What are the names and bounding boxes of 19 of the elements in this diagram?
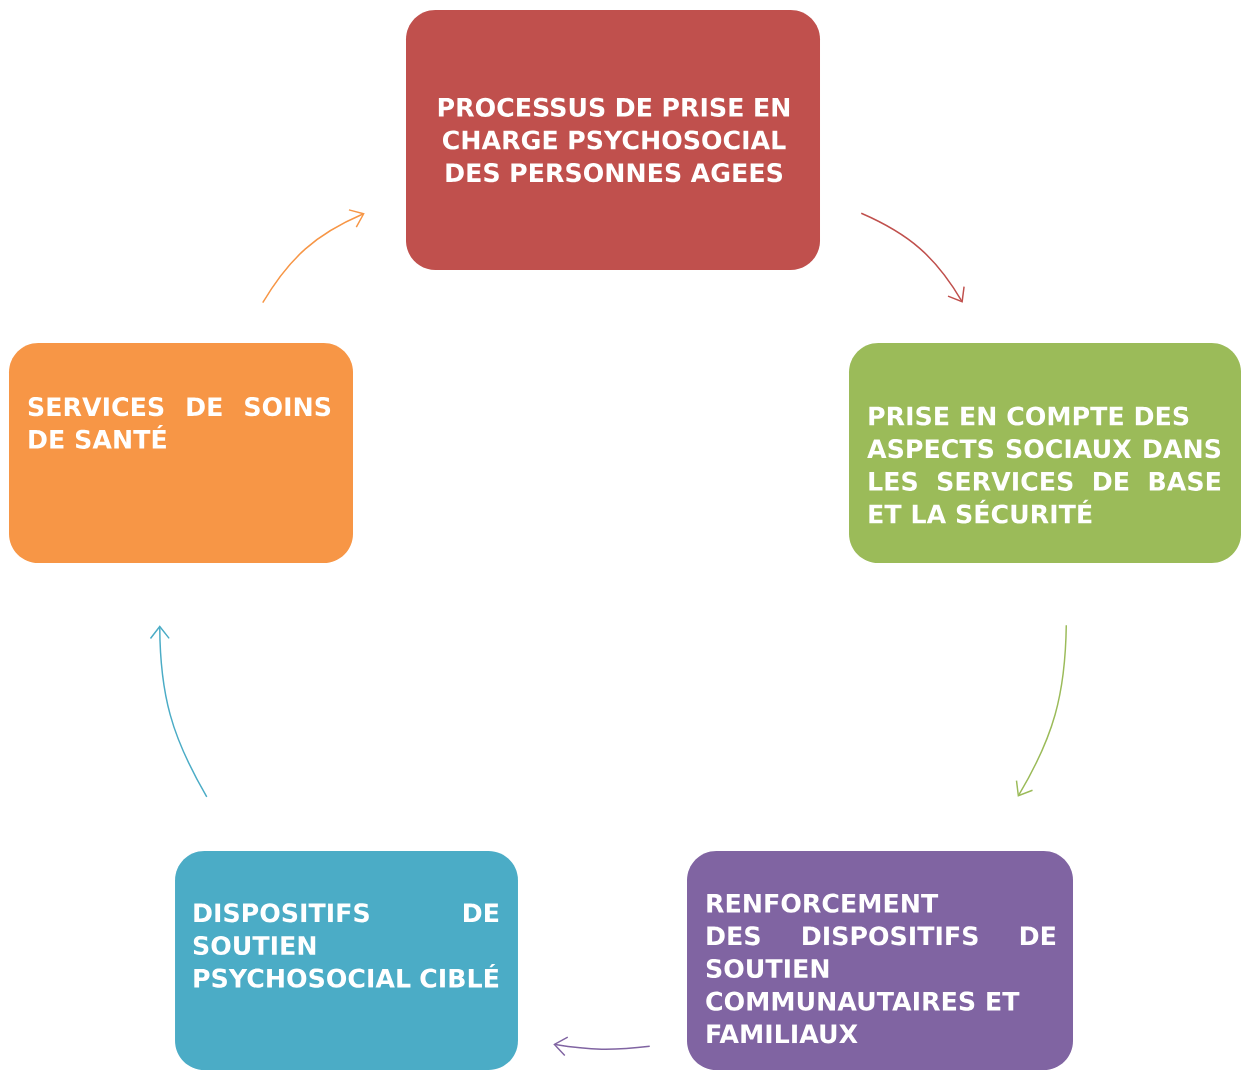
node-label: RENFORCEMENT (707, 893, 939, 913)
node-label: DES DISPOSITIFS DE SOUTIEN (706, 926, 1056, 979)
arrow (860, 212, 965, 303)
process-box (406, 10, 820, 270)
box-text: PROCESSUS DE PRISE EN CHARGE PSYCHOSOCIAL DES PERSONNES AGEES (438, 97, 790, 183)
node-label: FAMILIAUX (707, 1024, 858, 1044)
arrow (1015, 624, 1067, 797)
process-box (9, 343, 353, 563)
process-box (687, 851, 1073, 1070)
arrow (553, 1036, 651, 1057)
process-box (175, 851, 518, 1070)
node-label: COMMUNAUTAIRES ET (706, 991, 1020, 1011)
box-text: SERVICES DE SOINS DE SANTÉ (28, 397, 331, 449)
arrow (149, 625, 208, 798)
box-text: RENFORCEMENT DES DISPOSITIFS DE SOUTIEN COMMUNAUTAIRES ET FAMILIAUX (706, 893, 1056, 1044)
box-text: DISPOSITIFS DE SOUTIEN PSYCHOSOCIAL CIBLÉ (193, 903, 499, 988)
process-box (849, 343, 1241, 563)
arrow (262, 209, 365, 304)
box-text: PRISE EN COMPTE DES ASPECTS SOCIAUX DANS LES SERVICES DE BASE ET LA SÉCURITÉ (867, 406, 1221, 524)
